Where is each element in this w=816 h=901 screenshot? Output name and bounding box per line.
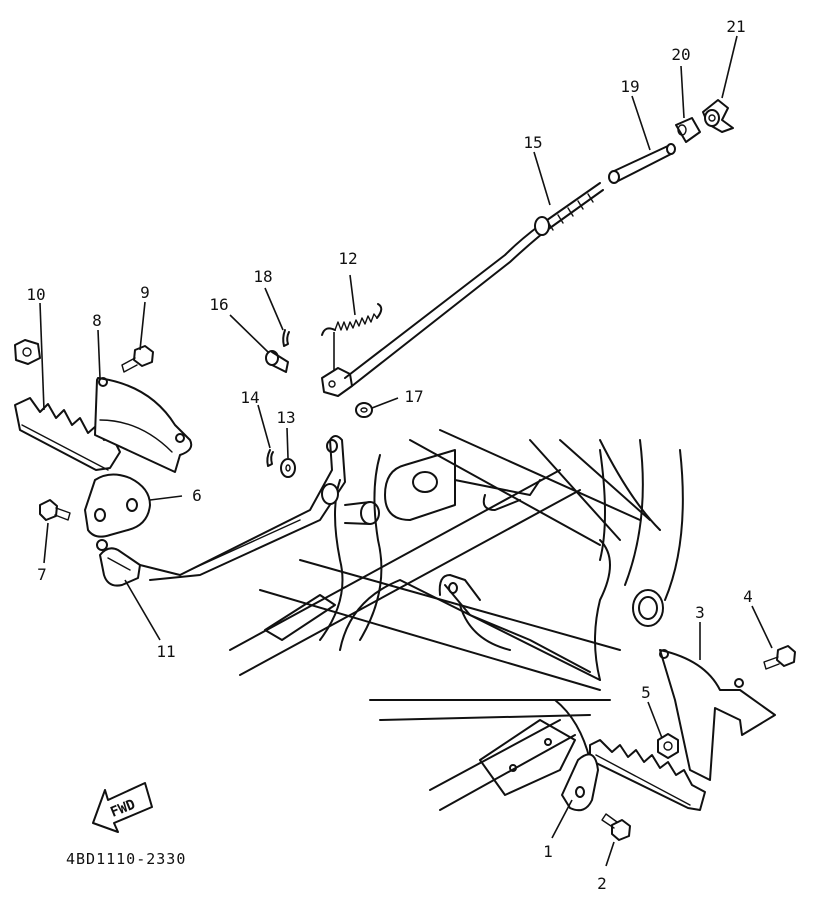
rod-19 [608, 143, 676, 184]
fwd-arrow: FWD [92, 782, 153, 833]
callout-9: 9 [140, 283, 150, 302]
joint-20 [675, 117, 701, 143]
callout-16: 16 [209, 295, 228, 314]
callout-8: 8 [92, 311, 102, 330]
leader-lines [39, 35, 773, 867]
callout-7: 7 [37, 565, 47, 584]
callout-labels: 10 8 9 7 6 11 16 18 12 14 13 17 15 19 20… [26, 17, 752, 893]
diagram-code: 4BD1110-2330 [66, 850, 186, 868]
frame [229, 429, 684, 811]
right-heel-guard [659, 649, 776, 781]
callout-5: 5 [641, 683, 651, 702]
bolt-4 [763, 645, 796, 670]
nut-10 [14, 339, 41, 365]
callout-4: 4 [743, 587, 753, 606]
callout-3: 3 [695, 603, 705, 622]
pin-16 [265, 350, 289, 373]
bolt-7 [39, 499, 71, 521]
callout-2: 2 [597, 874, 607, 893]
callout-1: 1 [543, 842, 553, 861]
callout-18: 18 [253, 267, 272, 286]
callout-6: 6 [192, 486, 202, 505]
callout-13: 13 [276, 408, 295, 427]
left-heel-guard [94, 377, 193, 473]
bolt-9 [121, 345, 154, 373]
wing-nut-21 [702, 99, 734, 133]
callout-19: 19 [620, 77, 639, 96]
cotter-pin-18 [282, 329, 290, 347]
bolt-2 [601, 813, 631, 841]
callout-20: 20 [671, 45, 690, 64]
callout-10: 10 [26, 285, 45, 304]
brake-rod-15 [344, 182, 604, 387]
washer-13 [280, 458, 296, 478]
callout-15: 15 [523, 133, 542, 152]
cotter-pin-14 [266, 449, 274, 467]
right-footrest [561, 739, 706, 812]
callout-17: 17 [404, 387, 423, 406]
callout-12: 12 [338, 249, 357, 268]
callout-21: 21 [726, 17, 745, 36]
callout-14: 14 [240, 388, 259, 407]
callout-11: 11 [156, 642, 175, 661]
washer-17 [355, 402, 373, 418]
spring-12 [321, 303, 383, 336]
brake-pedal [99, 435, 346, 587]
left-footrest [14, 397, 151, 551]
nut-5 [657, 733, 679, 759]
clevis [321, 367, 353, 397]
